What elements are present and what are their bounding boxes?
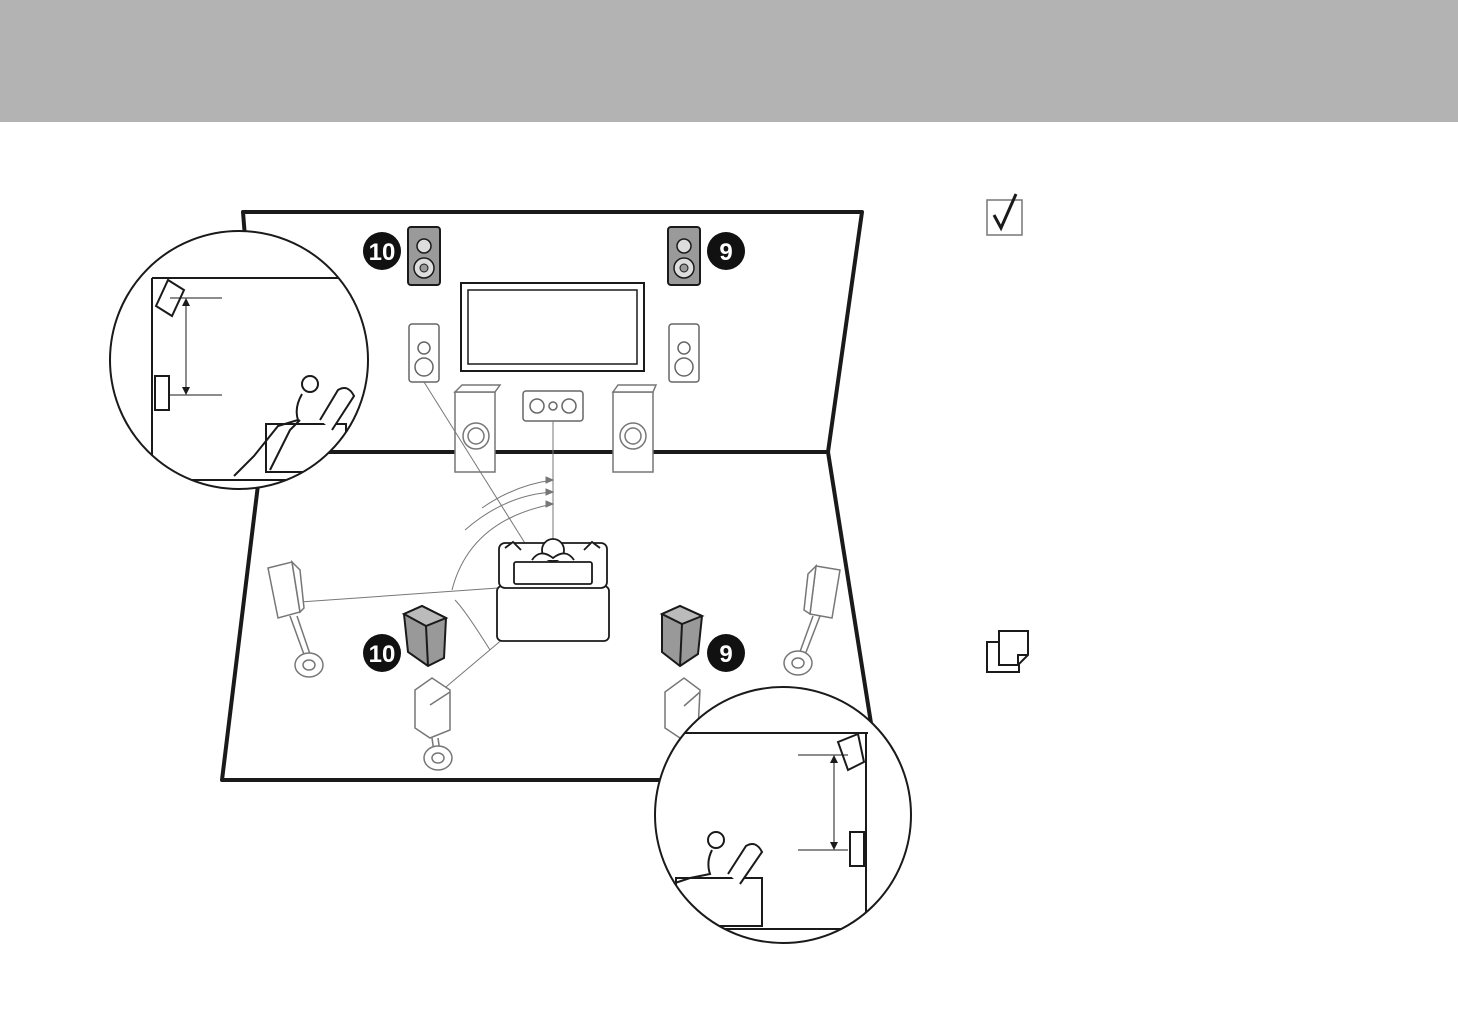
- surround-speaker-left: [268, 562, 323, 677]
- subwoofer-right: [613, 385, 656, 472]
- surround-back-speaker-left: [415, 678, 452, 770]
- front-high-speaker-right: [668, 227, 700, 285]
- listener-sofa: [497, 539, 609, 641]
- memo-icon: [987, 631, 1028, 672]
- height-inset-right: [655, 687, 911, 943]
- center-speaker: [523, 391, 583, 421]
- badge-surround-back-right: 9: [707, 634, 745, 672]
- front-speaker-left: [409, 324, 439, 382]
- badge-label: 10: [369, 641, 396, 668]
- badge-front-high-left: 10: [363, 232, 401, 270]
- subwoofer-left: [455, 385, 500, 472]
- badge-label: 9: [719, 641, 732, 668]
- badge-label: 9: [719, 239, 732, 266]
- tv-screen: [461, 283, 644, 371]
- surround-high-speaker-right: [662, 606, 702, 666]
- surround-high-speaker-left: [404, 606, 446, 666]
- front-speaker-right: [669, 324, 699, 382]
- badge-front-high-right: 9: [707, 232, 745, 270]
- front-high-speaker-left: [408, 227, 440, 285]
- badge-surround-back-left: 10: [363, 634, 401, 672]
- surround-speaker-right: [784, 566, 840, 675]
- check-icon: [987, 194, 1022, 235]
- badge-label: 10: [369, 239, 396, 266]
